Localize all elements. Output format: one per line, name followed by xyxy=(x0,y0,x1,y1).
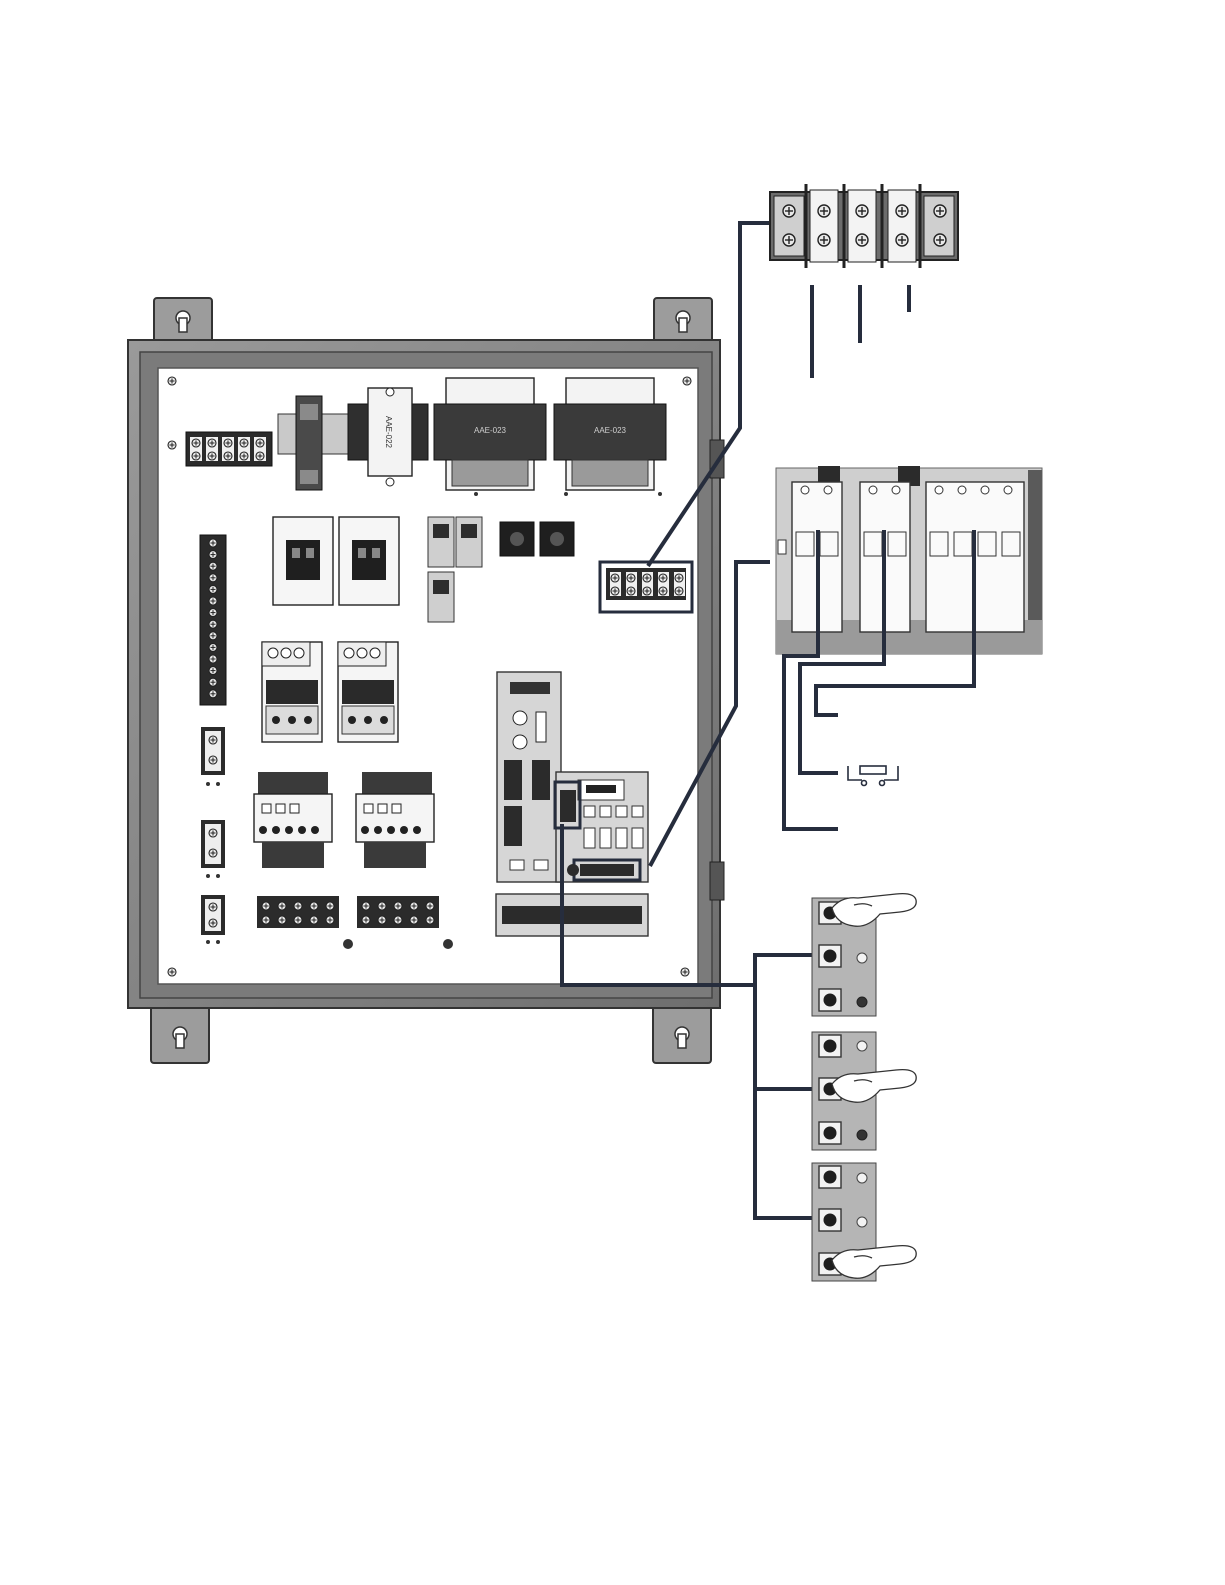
screw-terminal-icon xyxy=(209,551,217,559)
barrier-terminal-strip-detail xyxy=(770,184,958,268)
push-button-icon xyxy=(819,1166,841,1188)
keyhole-mount-icon xyxy=(151,1005,209,1063)
screw-terminal-icon xyxy=(209,585,217,593)
screw-terminal-icon xyxy=(209,539,217,547)
pushbutton-station-1 xyxy=(812,894,916,1016)
switch-symbol xyxy=(848,766,898,786)
screw-terminal-icon xyxy=(209,609,217,617)
screw-terminal-icon xyxy=(209,655,217,663)
contactor-1 xyxy=(273,517,333,605)
keyhole-mount-icon xyxy=(653,1005,711,1063)
screw-terminal-icon xyxy=(209,632,217,640)
motor-starter-2 xyxy=(356,772,434,868)
screw-terminal-icon xyxy=(209,562,217,570)
push-button-icon xyxy=(819,1035,841,1057)
pcb-connector-detail xyxy=(776,466,1042,654)
pilot-light-icon xyxy=(857,953,867,963)
terminal-rail-bottom xyxy=(496,894,648,936)
push-button-icon xyxy=(819,945,841,967)
push-button-icon xyxy=(819,1209,841,1231)
transformer-label: AAE-023 xyxy=(594,426,627,435)
terminal-block-bottom-1 xyxy=(257,896,339,928)
contactor-2 xyxy=(339,517,399,605)
screw-terminal-icon xyxy=(209,678,217,686)
screw-terminal-icon xyxy=(209,643,217,651)
pushbutton-station-3 xyxy=(812,1163,916,1281)
pilot-light-icon xyxy=(857,1173,867,1183)
transformer-label: AAE-023 xyxy=(474,426,507,435)
power-transformer-1: AAE-023 xyxy=(434,378,546,496)
pilot-light-icon xyxy=(857,1041,867,1051)
push-button-icon xyxy=(819,989,841,1011)
overload-relay-2 xyxy=(338,642,398,742)
control-board xyxy=(497,672,561,882)
screw-terminal-icon xyxy=(209,620,217,628)
screw-terminal-icon xyxy=(209,597,217,605)
barrier-strip-leads xyxy=(812,285,909,378)
screw-terminal-icon xyxy=(209,574,217,582)
terminal-block-main xyxy=(186,432,272,466)
io-board xyxy=(555,772,648,882)
screw-terminal-icon xyxy=(209,690,217,698)
overload-relay-1 xyxy=(262,642,322,742)
push-button-icon xyxy=(819,1122,841,1144)
screw-terminal-icon xyxy=(209,667,217,675)
motor-starter-1 xyxy=(254,772,332,868)
pilot-light-icon xyxy=(857,997,867,1007)
terminal-strip-vertical xyxy=(200,535,226,705)
pushbutton-station-2 xyxy=(812,1032,916,1150)
terminal-block-bottom-2 xyxy=(357,896,439,928)
pilot-light-icon xyxy=(857,1217,867,1227)
power-transformer-2: AAE-023 xyxy=(554,378,666,496)
pilot-light-icon xyxy=(857,1130,867,1140)
transformer-label: AAE-022 xyxy=(384,416,393,449)
door-hinge xyxy=(710,862,724,900)
